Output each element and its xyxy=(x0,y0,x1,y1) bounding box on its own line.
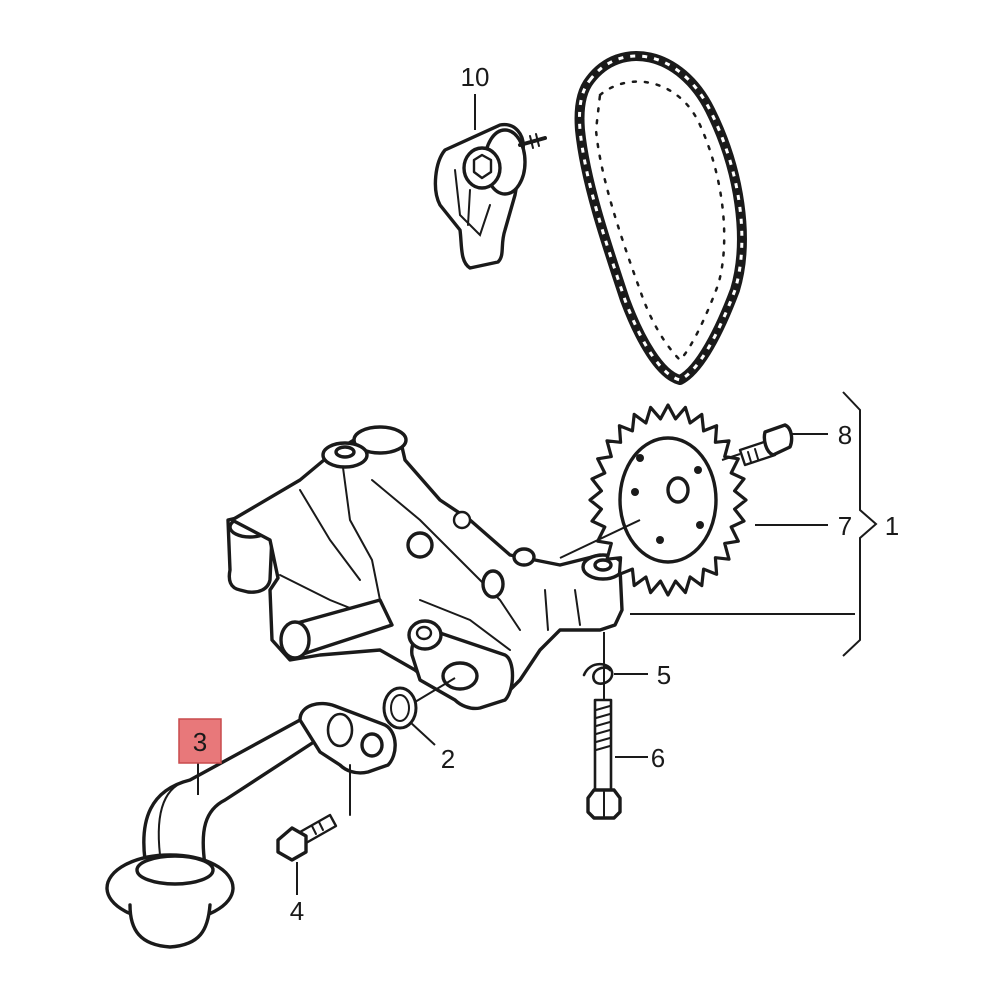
callout-5: 5 xyxy=(657,660,671,690)
leader-2 xyxy=(409,721,436,746)
chain-sprocket xyxy=(588,403,748,597)
leader-8b xyxy=(721,453,741,461)
leader-7b xyxy=(559,519,641,559)
o-ring-seal xyxy=(382,686,418,730)
sprocket-bolt xyxy=(738,423,794,467)
callout-8: 8 xyxy=(838,420,852,450)
callout-6: 6 xyxy=(651,743,665,773)
callout-labels: 3 10 8 7 1 5 6 2 4 xyxy=(178,62,899,926)
chain-tensioner xyxy=(433,122,547,270)
callout-2: 2 xyxy=(441,744,455,774)
spring-clip xyxy=(582,662,614,685)
timing-chain xyxy=(574,51,747,385)
flange-bolt xyxy=(276,813,338,862)
callout-4: 4 xyxy=(290,896,304,926)
mounting-bolt xyxy=(586,698,622,820)
assembly-bracket xyxy=(842,391,878,657)
callout-1: 1 xyxy=(885,511,899,541)
oil-pump-housing xyxy=(226,425,625,711)
highlight-box-3 xyxy=(178,718,222,764)
oil-pickup-pipe xyxy=(105,701,397,949)
leader-2b xyxy=(414,677,456,703)
callout-10: 10 xyxy=(461,62,490,92)
callout-7: 7 xyxy=(838,511,852,541)
callout-3: 3 xyxy=(193,727,207,757)
leader-lines xyxy=(197,94,855,895)
